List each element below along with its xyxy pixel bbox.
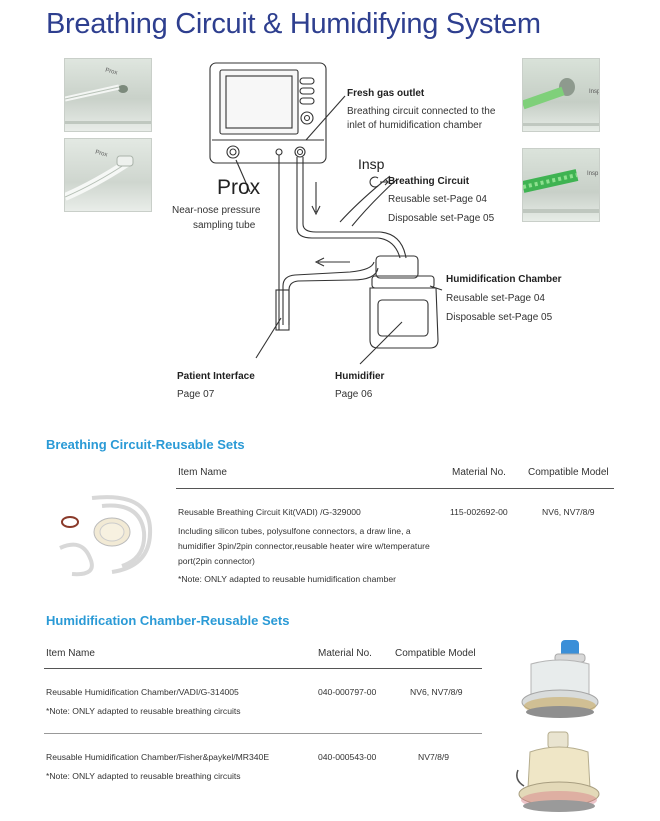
humid-chamber-line2: Disposable set-Page 05 [446,312,552,323]
return-tube-inner [289,268,378,325]
hc-row-1-model: NV6, NV7/8/9 [410,687,463,697]
return-tube-outer [283,262,374,325]
hc-row-2-name: Reusable Humidification Chamber/Fisher&p… [46,752,269,762]
bc-row-desc-1: Including silicon tubes, polysulfone con… [178,526,411,536]
humid-chamber-line1: Reusable set-Page 04 [446,293,545,304]
breathing-circuit-line1: Reusable set-Page 04 [388,194,487,205]
humidifier-pointer [360,322,402,364]
humidifier-heading: Humidifier [335,371,384,382]
bc-row-name: Reusable Breathing Circuit Kit(VADI) /G-… [178,507,361,517]
insp-port [295,147,305,157]
breathing-circuit-kit-illustration [52,488,164,580]
humid-chamber-heading: Humidification Chamber [446,274,562,285]
vadi-chamber-illustration [515,636,605,722]
prox-desc-line1: Near-nose pressure [172,205,260,216]
breathing-circuit-reusable-heading: Breathing Circuit-Reusable Sets [46,437,245,452]
hc-row-1-material: 040-000797-00 [318,687,376,697]
vadi-chamber-photo [515,636,605,722]
prox-label: Prox [217,176,260,200]
bc-row-desc-3: port(2pin connector) [178,556,255,566]
fresh-gas-line1: Breathing circuit connected to the [347,106,495,117]
patient-interface-pointer [256,318,281,358]
breathing-circuit-kit-photo [52,488,164,580]
bc-header-item: Item Name [178,467,227,478]
chamber-top [376,256,418,278]
hc-row-2-material: 040-000543-00 [318,752,376,762]
patient-interface-heading: Patient Interface [177,371,255,382]
humidifier-page: Page 06 [335,389,372,400]
system-diagram [0,0,660,420]
hc-header-item: Item Name [46,648,95,659]
vent-button-1 [300,78,314,84]
fresh-gas-line2: inlet of humidification chamber [347,120,482,131]
fisher-paykel-chamber-photo [512,726,606,816]
hc-row-1-name: Reusable Humidification Chamber/VADI/G-3… [46,687,239,697]
humidifier-front [378,300,428,336]
hc-header-model: Compatible Model [395,648,476,659]
vent-button-2 [300,88,314,94]
prox-port [227,146,239,158]
breathing-circuit-line2: Disposable set-Page 05 [388,213,494,224]
bc-row-note: *Note: ONLY adapted to reusable humidifi… [178,574,396,584]
patient-interface-page: Page 07 [177,389,214,400]
fresh-gas-heading: Fresh gas outlet [347,88,424,99]
bc-row-desc-2: humidifier 3pin/2pin connector,reusable … [178,541,430,551]
hc-header-material: Material No. [318,648,372,659]
hc-header-rule [44,668,482,669]
breathing-circuit-heading: Breathing Circuit [388,176,469,187]
bc-row-material: 115-002692-00 [450,507,508,517]
insp-label: Insp [358,156,384,172]
hc-row-rule [44,733,482,734]
bc-header-material: Material No. [452,467,506,478]
vent-button-3 [300,98,314,104]
prox-desc-line2: sampling tube [193,220,255,231]
ventilator-screen [220,70,298,134]
insp-link-outer [340,176,390,222]
hc-row-2-note: *Note: ONLY adapted to reusable breathin… [46,771,241,781]
port-2 [276,149,282,155]
bc-header-rule [176,488,614,489]
flow-arrow-down [312,182,320,214]
bc-header-model: Compatible Model [528,467,609,478]
fisher-paykel-chamber-illustration [512,726,606,816]
flow-arrow-left [316,258,350,266]
hc-row-2-model: NV7/8/9 [418,752,449,762]
bc-row-model: NV6, NV7/8/9 [542,507,595,517]
hc-row-1-note: *Note: ONLY adapted to reusable breathin… [46,706,241,716]
humid-chamber-reusable-heading: Humidification Chamber-Reusable Sets [46,613,289,628]
vent-knob [301,112,313,124]
